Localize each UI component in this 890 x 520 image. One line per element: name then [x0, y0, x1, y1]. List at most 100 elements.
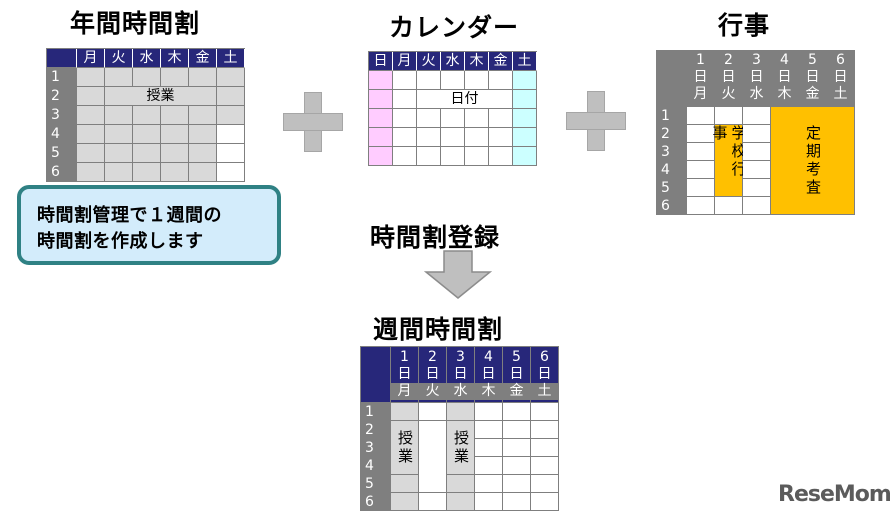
period-label: 3 [361, 439, 391, 457]
jugyo-label: 授業 [105, 87, 217, 106]
saturday-cell [513, 71, 537, 90]
saturday-cell [513, 147, 537, 166]
date-cell [441, 109, 465, 128]
calendar-day-header: 木 [465, 52, 489, 71]
table-cell [475, 475, 503, 493]
teiki-kosa-block: 定期考査 [771, 107, 855, 215]
day-header: 木 [161, 49, 189, 68]
day-header: 水 [133, 49, 161, 68]
table-cell [189, 163, 217, 182]
date-cell [465, 109, 489, 128]
table-cell [447, 493, 475, 511]
date-cell [489, 71, 513, 90]
table-cell [503, 403, 531, 421]
down-arrow-icon [424, 250, 492, 299]
period-label: 5 [47, 144, 77, 163]
table-cell [189, 106, 217, 125]
table-cell [105, 144, 133, 163]
period-label: 6 [657, 197, 687, 215]
table-cell [715, 197, 743, 215]
table-cell [77, 106, 105, 125]
date-cell [393, 90, 417, 109]
table-cell [503, 439, 531, 457]
table-cell [161, 68, 189, 87]
jugyo-block: 授業 [391, 421, 419, 475]
table-cell [531, 493, 559, 511]
period-label: 4 [361, 457, 391, 475]
table-cell [743, 107, 771, 125]
table-cell [133, 106, 161, 125]
table-cell [743, 143, 771, 161]
table-cell [687, 179, 715, 197]
table-cell [105, 125, 133, 144]
table-cell [77, 144, 105, 163]
date-cell [465, 128, 489, 147]
table-cell [161, 144, 189, 163]
corner-cell [657, 51, 687, 107]
corner-cell [47, 49, 77, 68]
table-cell [77, 87, 105, 106]
table-cell [161, 125, 189, 144]
table-cell [133, 163, 161, 182]
plus-icon [566, 91, 626, 151]
day-header: 月 [77, 49, 105, 68]
gakko-gyoji-label: 学校行事 [710, 125, 748, 179]
table-cell [391, 403, 419, 421]
table-cell [189, 125, 217, 144]
table-cell [475, 403, 503, 421]
period-label: 6 [361, 493, 391, 511]
date-cell [417, 109, 441, 128]
period-label: 5 [657, 179, 687, 197]
saturday-cell [513, 109, 537, 128]
table-cell [77, 125, 105, 144]
table-cell [531, 475, 559, 493]
calendar-table: 日 月 火 水 木 金 土 日付 [368, 51, 537, 166]
table-cell [419, 403, 447, 421]
period-label: 4 [657, 161, 687, 179]
sunday-cell [369, 147, 393, 166]
table-cell [217, 68, 245, 87]
table-cell [105, 106, 133, 125]
table-cell [419, 421, 447, 493]
date-cell [393, 128, 417, 147]
table-cell [475, 439, 503, 457]
table-cell [687, 143, 715, 161]
day-header: 土 [217, 49, 245, 68]
table-cell [391, 493, 419, 511]
period-label: 2 [47, 87, 77, 106]
table-cell [475, 421, 503, 439]
table-cell [419, 493, 447, 511]
table-cell [105, 68, 133, 87]
table-cell [531, 421, 559, 439]
table-cell [503, 457, 531, 475]
table-cell [475, 493, 503, 511]
table-cell [743, 197, 771, 215]
day-header: 火 [105, 49, 133, 68]
period-label: 5 [361, 475, 391, 493]
hizuke-label: 日付 [417, 90, 513, 109]
table-cell [475, 457, 503, 475]
teiki-kosa-label: 定期考査 [804, 124, 822, 197]
date-cell [489, 109, 513, 128]
callout-bubble: 時間割管理で１週間の 時間割を作成します [17, 185, 281, 265]
table-cell [189, 144, 217, 163]
saturday-cell [513, 128, 537, 147]
jugyo-label: 授業 [452, 429, 470, 466]
table-cell [447, 475, 475, 493]
period-label: 1 [361, 403, 391, 421]
table-cell [687, 125, 715, 143]
table-cell [161, 106, 189, 125]
calendar-day-header: 月 [393, 52, 417, 71]
saturday-cell [513, 90, 537, 109]
table-cell [161, 163, 189, 182]
table-cell [447, 403, 475, 421]
date-cell [489, 128, 513, 147]
sunday-cell [369, 109, 393, 128]
date-cell [393, 71, 417, 90]
calendar-day-header: 水 [441, 52, 465, 71]
